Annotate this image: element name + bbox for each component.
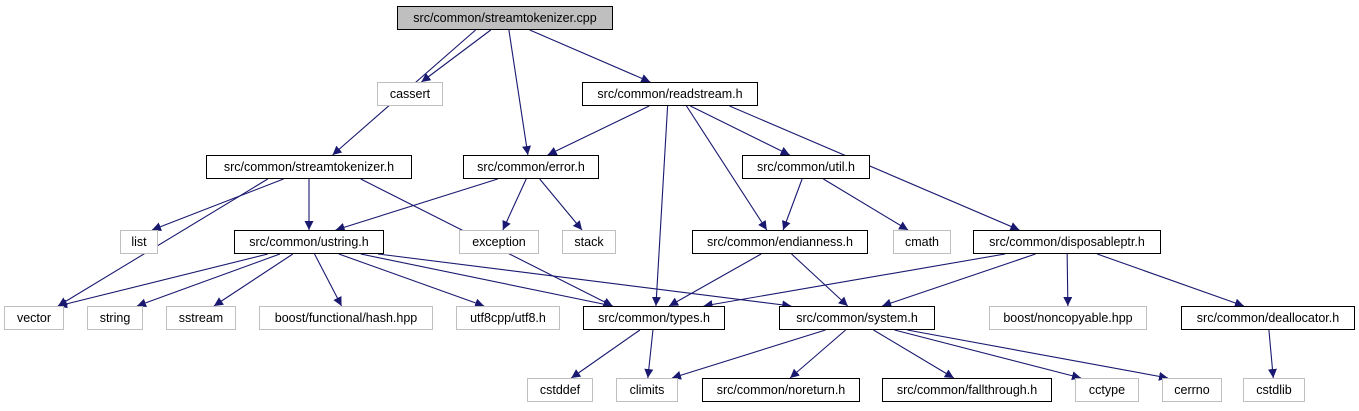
- edge-system-to-noreturn: [789, 329, 846, 379]
- edge-disposable-to-system: [882, 253, 1036, 308]
- node-cstddef[interactable]: cstddef: [527, 378, 593, 402]
- edge-root-to-error: [508, 29, 531, 156]
- node-cstdlib[interactable]: cstdlib: [1243, 378, 1305, 402]
- node-fallthrough-h[interactable]: src/common/fallthrough.h: [882, 378, 1052, 402]
- edge-types-to-cstddef: [570, 329, 641, 379]
- node-disposableptr-h[interactable]: src/common/disposableptr.h: [973, 230, 1161, 254]
- node-utf8cpp-utf8[interactable]: utf8cpp/utf8.h: [456, 306, 560, 330]
- node-cassert[interactable]: cassert: [377, 82, 443, 106]
- node-streamtokenizer-h[interactable]: src/common/streamtokenizer.h: [206, 155, 412, 179]
- edge-endian-to-system: [791, 253, 849, 307]
- edge-util-to-endian: [782, 178, 803, 231]
- node-list[interactable]: list: [120, 230, 158, 254]
- edge-stok_h-to-vector: [57, 178, 269, 307]
- edge-readstream-to-error: [547, 105, 650, 156]
- node-ustring-h[interactable]: src/common/ustring.h: [234, 230, 384, 254]
- edge-disposable-to-types: [703, 253, 1006, 309]
- node-noreturn-h[interactable]: src/common/noreturn.h: [702, 378, 860, 402]
- edge-ustring-to-sstream: [213, 253, 294, 307]
- edge-ustring-to-hash: [314, 253, 343, 307]
- edge-dealloc-to-cstdlib: [1267, 329, 1277, 379]
- edge-root-to-readstream: [529, 29, 651, 83]
- node-cmath[interactable]: cmath: [893, 230, 951, 254]
- node-readstream-h[interactable]: src/common/readstream.h: [582, 82, 758, 106]
- edge-system-to-cctype: [894, 329, 1082, 381]
- node-string[interactable]: string: [87, 306, 143, 330]
- node-cerrno[interactable]: cerrno: [1162, 378, 1222, 402]
- edge-stok_h-to-list: [151, 178, 284, 231]
- node-boost-functional-hash[interactable]: boost/functional/hash.hpp: [259, 306, 433, 330]
- edge-ustring-to-vector: [57, 253, 268, 309]
- node-climits[interactable]: climits: [616, 378, 678, 402]
- edge-readstream-to-disposable: [729, 105, 1020, 231]
- edge-endian-to-types: [668, 253, 762, 307]
- edge-readstream-to-types: [651, 105, 669, 307]
- node-streamtokenizer-cpp[interactable]: src/common/streamtokenizer.cpp: [397, 6, 613, 30]
- edge-util-to-cmath: [823, 178, 909, 231]
- node-vector[interactable]: vector: [4, 306, 64, 330]
- node-exception[interactable]: exception: [459, 230, 539, 254]
- edge-disposable-to-noncopyable: [1063, 253, 1073, 307]
- node-stack[interactable]: stack: [562, 230, 616, 254]
- edge-root-to-cassert: [421, 29, 492, 83]
- edge-error-to-exception: [502, 178, 527, 231]
- edge-system-to-fallthrough: [873, 329, 955, 379]
- node-boost-noncopyable[interactable]: boost/noncopyable.hpp: [989, 306, 1147, 330]
- edge-readstream-to-util: [690, 105, 790, 156]
- node-util-h[interactable]: src/common/util.h: [742, 155, 870, 179]
- edge-ustring-to-utf8: [338, 253, 485, 308]
- edge-ustring-to-types: [360, 253, 613, 309]
- edge-types-to-climits: [644, 329, 654, 379]
- edge-ustring-to-system: [377, 253, 792, 310]
- edge-readstream-to-endian: [686, 105, 768, 231]
- edge-disposable-to-dealloc: [1096, 253, 1245, 308]
- node-cctype[interactable]: cctype: [1075, 378, 1139, 402]
- node-types-h[interactable]: src/common/types.h: [583, 306, 725, 330]
- node-error-h[interactable]: src/common/error.h: [463, 155, 599, 179]
- edge-system-to-climits: [671, 329, 826, 380]
- edge-error-to-ustring: [335, 178, 498, 232]
- edge-system-to-cerrno: [907, 329, 1169, 381]
- node-sstream[interactable]: sstream: [166, 306, 236, 330]
- node-deallocator-h[interactable]: src/common/deallocator.h: [1181, 306, 1355, 330]
- node-endianness-h[interactable]: src/common/endianness.h: [692, 230, 868, 254]
- edge-ustring-to-string: [136, 253, 281, 308]
- edge-error-to-stack: [539, 178, 583, 231]
- node-system-h[interactable]: src/common/system.h: [779, 306, 935, 330]
